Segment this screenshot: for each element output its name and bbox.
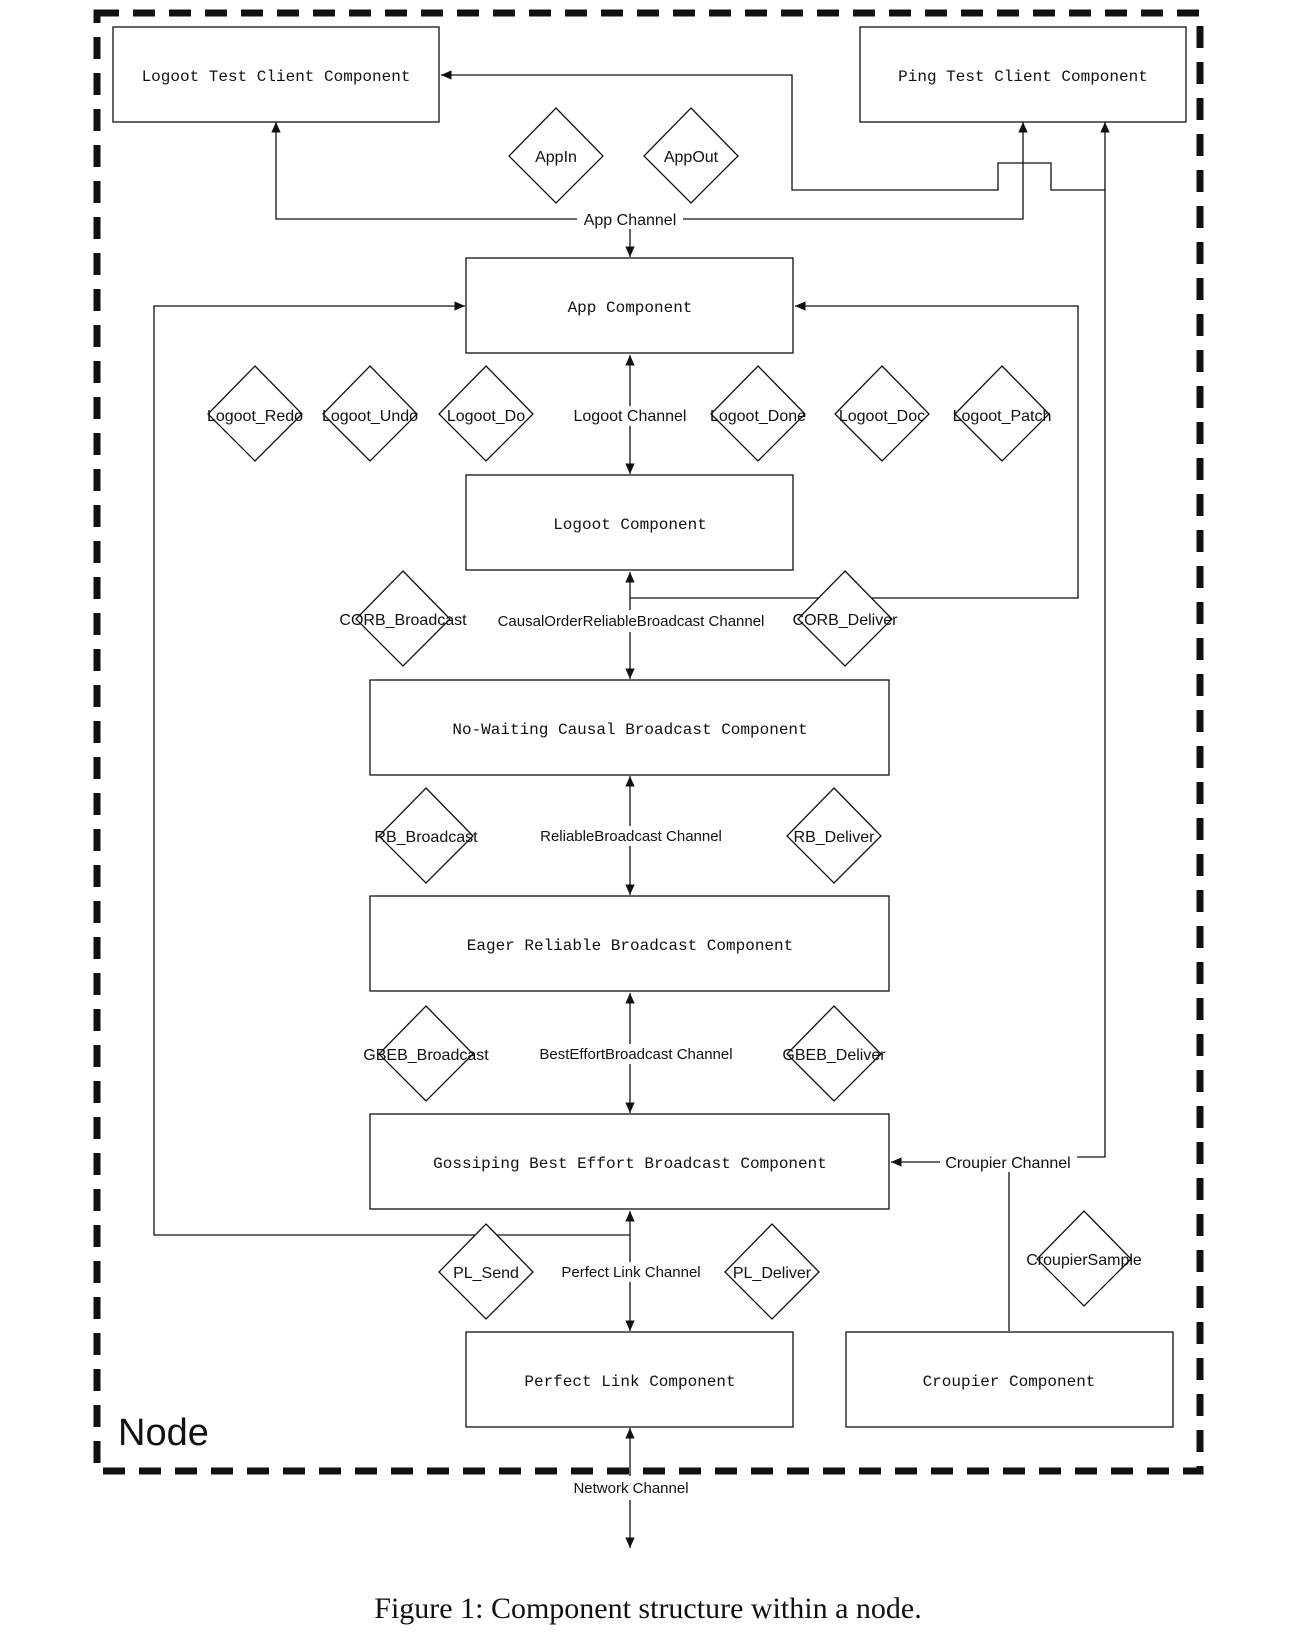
logoot-test-client-label: Logoot Test Client Component	[142, 68, 411, 86]
event-corb-broadcast-label: CORB_Broadcast	[339, 612, 467, 629]
figure-caption: Figure 1: Component structure within a n…	[374, 1592, 921, 1625]
event-logoot-do: Logoot_Do	[438, 365, 534, 462]
event-rb-deliver-label: RB_Deliver	[794, 829, 876, 846]
event-pl-send-label: PL_Send	[453, 1265, 519, 1282]
event-croupier-sample-label: CroupierSample	[1026, 1252, 1142, 1269]
network-channel-label: Network Channel	[573, 1480, 688, 1497]
logoot-component-label: Logoot Component	[553, 516, 707, 534]
event-corb-broadcast: CORB_Broadcast	[339, 570, 467, 667]
logoot-channel-label-group: Logoot Channel	[564, 406, 696, 426]
event-logoot-patch: Logoot_Patch	[953, 365, 1052, 462]
app-channel-label-group: App Channel	[578, 209, 682, 229]
pl-to-app-line	[153, 301, 630, 1236]
logoot-component: Logoot Component	[465, 474, 794, 571]
event-gbeb-broadcast: GBEB_Broadcast	[363, 1005, 489, 1102]
event-gbeb-deliver: GBEB_Deliver	[782, 1005, 886, 1102]
beb-channel-label-group: BestEffortBroadcast Channel	[528, 1044, 744, 1064]
network-channel-label-group: Network Channel	[566, 1478, 696, 1498]
rb-channel-label: ReliableBroadcast Channel	[540, 828, 722, 845]
croupier-label: Croupier Component	[923, 1373, 1096, 1391]
event-logoot-do-label: Logoot_Do	[447, 408, 525, 425]
pl-channel-label: Perfect Link Channel	[561, 1264, 700, 1281]
corb-channel-label-group: CausalOrderReliableBroadcast Channel	[486, 611, 776, 631]
croupier-component: Croupier Component	[845, 1331, 1174, 1428]
croupier-channel-label: Croupier Channel	[945, 1155, 1070, 1172]
eager-reliable-label: Eager Reliable Broadcast Component	[467, 937, 793, 955]
app-channel-to-ping-client-line	[683, 122, 1028, 220]
event-logoot-done-label: Logoot_Done	[710, 408, 806, 425]
nowaiting-causal-label: No-Waiting Causal Broadcast Component	[452, 721, 807, 739]
perfect-link-component: Perfect Link Component	[465, 1331, 794, 1428]
ping-test-client-component: Ping Test Client Component	[859, 26, 1187, 123]
event-pl-send: PL_Send	[438, 1223, 534, 1320]
rb-channel-label-group: ReliableBroadcast Channel	[530, 826, 732, 846]
croupier-to-logoot-client-line	[441, 70, 1106, 1158]
gossiping-beb-component: Gossiping Best Effort Broadcast Componen…	[369, 1113, 890, 1210]
event-croupier-sample: CroupierSample	[1026, 1210, 1142, 1307]
event-rb-broadcast: RB_Broadcast	[374, 787, 478, 884]
app-channel-label: App Channel	[584, 212, 677, 229]
logoot-test-client-component: Logoot Test Client Component	[112, 26, 440, 123]
event-rb-broadcast-label: RB_Broadcast	[374, 829, 478, 846]
event-logoot-undo: Logoot_Undo	[322, 365, 418, 462]
corb-channel-label: CausalOrderReliableBroadcast Channel	[498, 613, 765, 630]
node-border	[93, 9, 1204, 1475]
gossiping-beb-label: Gossiping Best Effort Broadcast Componen…	[433, 1155, 827, 1173]
event-logoot-redo: Logoot_Redo	[207, 365, 303, 462]
event-appin: AppIn	[508, 107, 604, 204]
pl-channel-label-group: Perfect Link Channel	[552, 1262, 710, 1282]
app-component-label: App Component	[568, 299, 693, 317]
event-appin-label: AppIn	[535, 149, 577, 166]
event-logoot-doc-label: Logoot_Doc	[839, 408, 925, 425]
beb-channel-label: BestEffortBroadcast Channel	[539, 1046, 732, 1063]
event-logoot-done: Logoot_Done	[710, 365, 806, 462]
app-component: App Component	[465, 257, 794, 354]
event-gbeb-broadcast-label: GBEB_Broadcast	[363, 1047, 489, 1064]
event-corb-deliver-label: CORB_Deliver	[793, 612, 899, 629]
event-logoot-patch-label: Logoot_Patch	[953, 408, 1052, 425]
nowaiting-causal-broadcast-component: No-Waiting Causal Broadcast Component	[369, 679, 890, 776]
eager-reliable-broadcast-component: Eager Reliable Broadcast Component	[369, 895, 890, 992]
event-logoot-redo-label: Logoot_Redo	[207, 408, 303, 425]
node-label: Node	[118, 1412, 209, 1454]
event-rb-deliver: RB_Deliver	[786, 787, 882, 884]
event-corb-deliver: CORB_Deliver	[793, 570, 899, 667]
app-channel-to-logoot-client-line	[271, 122, 577, 220]
ping-test-client-label: Ping Test Client Component	[898, 68, 1148, 86]
event-pl-deliver: PL_Deliver	[724, 1223, 820, 1320]
event-gbeb-deliver-label: GBEB_Deliver	[782, 1047, 886, 1064]
event-appout-label: AppOut	[664, 149, 719, 166]
event-pl-deliver-label: PL_Deliver	[733, 1265, 812, 1282]
perfect-link-label: Perfect Link Component	[524, 1373, 735, 1391]
event-logoot-undo-label: Logoot_Undo	[322, 408, 418, 425]
croupier-channel-label-group: Croupier Channel	[940, 1152, 1076, 1172]
event-logoot-doc: Logoot_Doc	[834, 365, 930, 462]
event-appout: AppOut	[643, 107, 739, 204]
logoot-channel-label: Logoot Channel	[574, 408, 687, 425]
